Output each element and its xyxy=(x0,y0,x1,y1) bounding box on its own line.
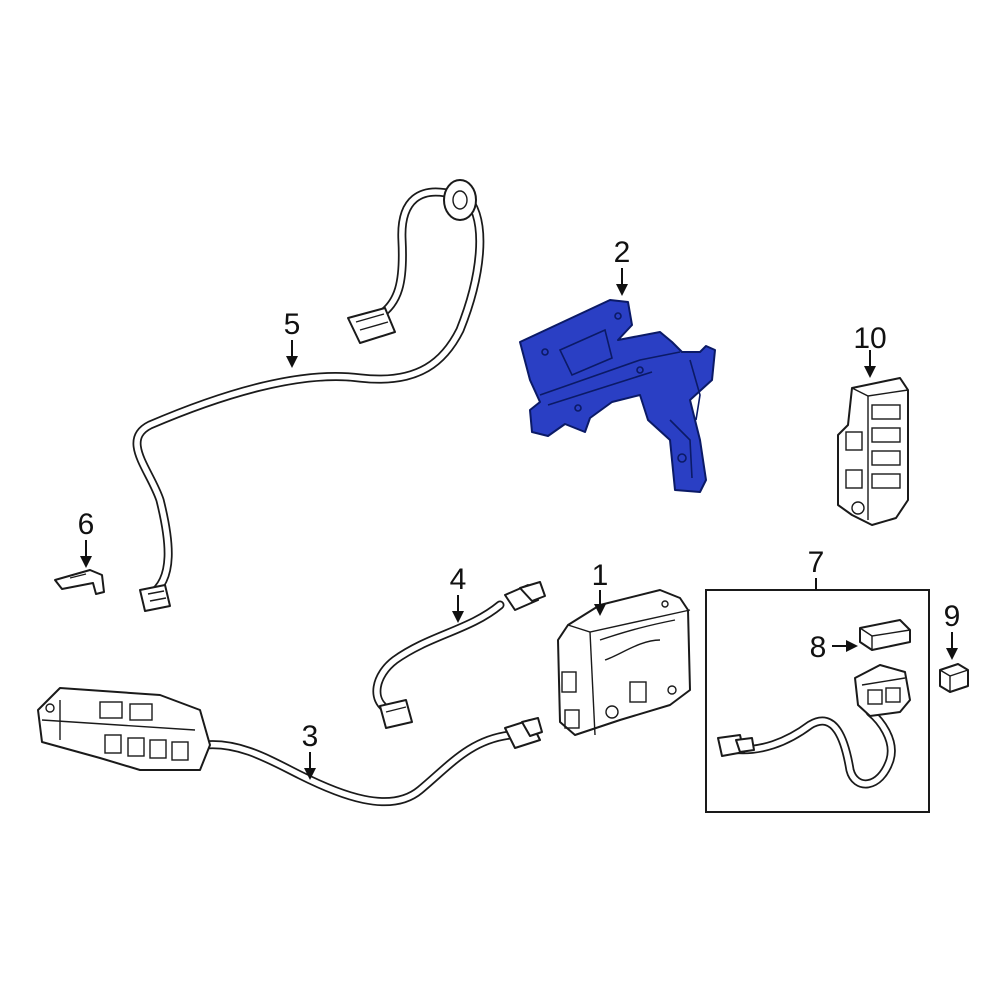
callout-4: 4 xyxy=(450,563,467,596)
part-3-actuator[interactable] xyxy=(37,687,543,807)
part-5-wire-harness[interactable] xyxy=(132,179,485,612)
callout-1: 1 xyxy=(592,559,609,592)
part-1-control-module[interactable] xyxy=(557,589,691,736)
part-8-relay[interactable] xyxy=(859,619,911,651)
part-9-fuse[interactable] xyxy=(939,663,969,693)
callout-6: 6 xyxy=(78,508,95,541)
callout-5: 5 xyxy=(284,308,301,341)
part-6-clip[interactable] xyxy=(54,569,105,595)
part-7-kit-box[interactable] xyxy=(705,589,930,813)
part-10-relay-block[interactable] xyxy=(837,377,909,526)
callout-3: 3 xyxy=(302,720,319,753)
bracket-body xyxy=(519,299,716,493)
callout-8: 8 xyxy=(810,631,827,664)
part-2-bracket[interactable] xyxy=(519,299,716,493)
leader-lines xyxy=(80,268,958,780)
callout-2: 2 xyxy=(614,236,631,269)
callout-7: 7 xyxy=(808,546,825,579)
part-4-short-harness[interactable] xyxy=(372,581,546,729)
callout-10: 10 xyxy=(853,322,886,355)
callout-9: 9 xyxy=(944,600,961,633)
